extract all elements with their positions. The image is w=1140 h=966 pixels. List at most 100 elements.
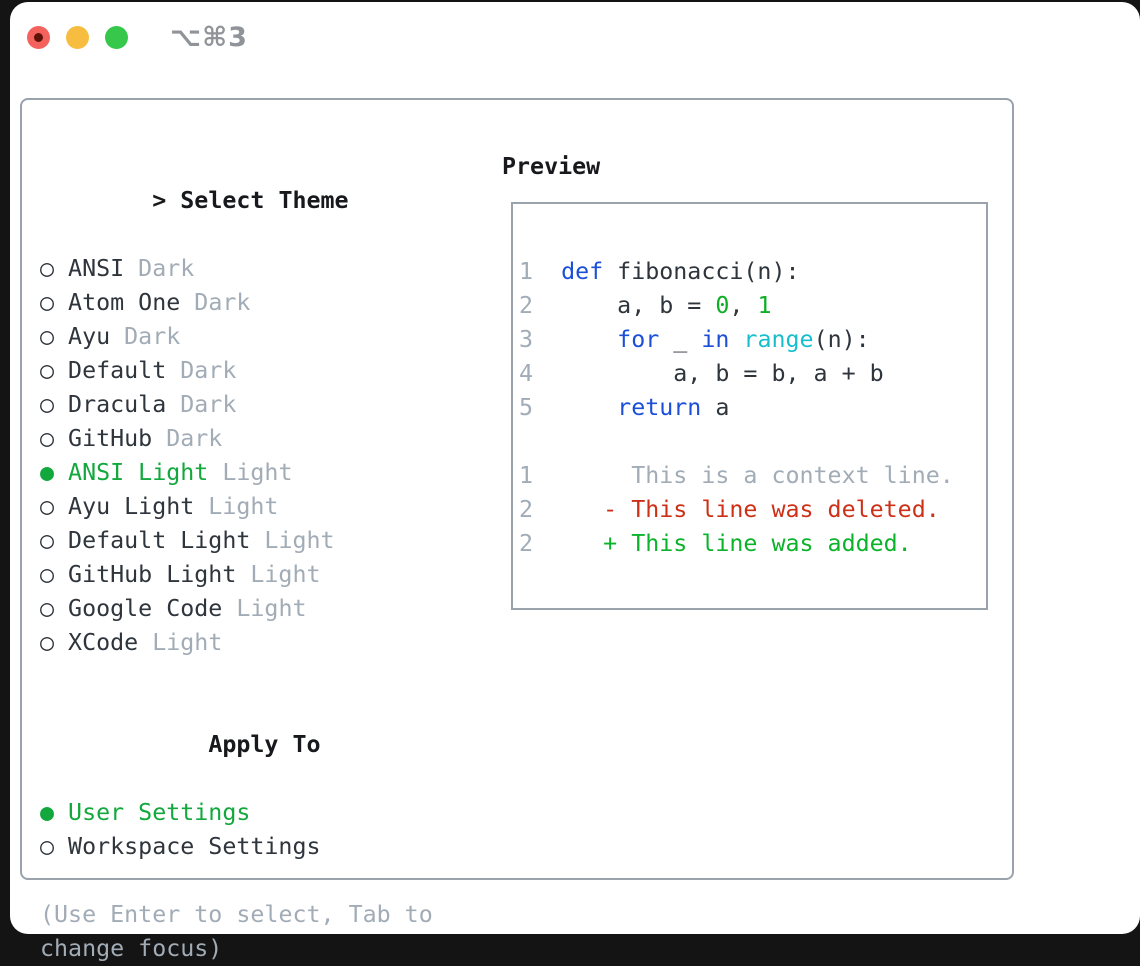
code-segment-plain: fibonacci(n): [603, 258, 799, 285]
apply-option-user-settings[interactable]: ●User Settings [40, 796, 502, 830]
option-label: Google Code [68, 595, 222, 622]
code-segment-fn: range [743, 326, 813, 353]
radio-unselected-icon: ○ [40, 524, 68, 558]
theme-item-google-code[interactable]: ○Google Code Light [40, 592, 502, 626]
code-segment-kw: return [617, 394, 701, 421]
theme-variant-label: Light [138, 629, 222, 656]
option-label: User Settings [68, 799, 250, 826]
zoom-button-icon[interactable] [105, 26, 128, 49]
radio-unselected-icon: ○ [40, 626, 68, 660]
line-number: 5 [519, 391, 533, 425]
titlebar: ⌥⌘3 [10, 2, 1140, 98]
theme-item-github[interactable]: ○GitHub Dark [40, 422, 502, 456]
option-label: Default Light [68, 527, 250, 554]
theme-item-default[interactable]: ○Default Dark [40, 354, 502, 388]
code-text: This is a context line. [561, 462, 954, 489]
line-number: 2 [519, 527, 533, 561]
code-segment-plain: (n): [814, 326, 870, 353]
theme-item-ansi[interactable]: ○ANSI Dark [40, 252, 502, 286]
code-text: - This line was deleted. [561, 496, 940, 523]
code-segment-plain: a, b = [561, 292, 715, 319]
code-segment-plain [561, 394, 617, 421]
radio-unselected-icon: ○ [40, 592, 68, 626]
focus-caret-icon: > [152, 184, 180, 218]
radio-unselected-icon: ○ [40, 830, 68, 864]
radio-unselected-icon: ○ [40, 558, 68, 592]
code-segment-plain [729, 326, 743, 353]
theme-list-header: >Select Theme [40, 150, 502, 252]
theme-item-ayu[interactable]: ○Ayu Dark [40, 320, 502, 354]
theme-variant-label: Light [208, 459, 292, 486]
theme-variant-label: Light [250, 527, 334, 554]
theme-variant-label: Dark [166, 391, 236, 418]
line-number: 2 [519, 289, 533, 323]
theme-variant-label: Light [194, 493, 278, 520]
option-label: Atom One [68, 289, 180, 316]
traffic-lights [27, 26, 128, 49]
apply-option-workspace-settings[interactable]: ○Workspace Settings [40, 830, 502, 864]
code-line: 2 + This line was added. [519, 527, 986, 561]
code-segment-add: + This line was added. [561, 530, 912, 557]
theme-variant-label: Dark [152, 425, 222, 452]
apply-to-options: ●User Settings○Workspace Settings [40, 796, 502, 864]
code-line: 5 return a [519, 391, 986, 425]
option-label: XCode [68, 629, 138, 656]
option-label: ANSI [68, 255, 124, 282]
theme-variant-label: Light [222, 595, 306, 622]
theme-item-atom-one[interactable]: ○Atom One Dark [40, 286, 502, 320]
option-label: Ayu Light [68, 493, 194, 520]
apply-to-title: Apply To [208, 731, 320, 758]
option-label: Ayu [68, 323, 110, 350]
code-text: def fibonacci(n): [561, 258, 799, 285]
apply-to-section: Apply To ●User Settings○Workspace Settin… [40, 694, 502, 864]
code-text: + This line was added. [561, 530, 912, 557]
code-segment-num: 1 [757, 292, 771, 319]
option-label: Default [68, 357, 166, 384]
radio-selected-icon: ● [40, 456, 68, 490]
radio-unselected-icon: ○ [40, 354, 68, 388]
radio-unselected-icon: ○ [40, 286, 68, 320]
theme-variant-label: Dark [124, 255, 194, 282]
close-button-icon[interactable] [27, 26, 50, 49]
code-segment-del: - This line was deleted. [561, 496, 940, 523]
radio-unselected-icon: ○ [40, 388, 68, 422]
theme-variant-label: Dark [110, 323, 180, 350]
line-number: 3 [519, 323, 533, 357]
code-line: 2 - This line was deleted. [519, 493, 986, 527]
apply-to-header: Apply To [40, 694, 502, 796]
theme-item-github-light[interactable]: ○GitHub Light Light [40, 558, 502, 592]
code-segment-plain: _ [659, 326, 701, 353]
window-shortcut-label: ⌥⌘3 [170, 22, 248, 53]
theme-variant-label: Dark [166, 357, 236, 384]
theme-variant-label: Dark [180, 289, 250, 316]
theme-item-ayu-light[interactable]: ○Ayu Light Light [40, 490, 502, 524]
option-label: GitHub [68, 425, 152, 452]
code-line-blank [519, 425, 986, 459]
radio-unselected-icon: ○ [40, 490, 68, 524]
code-segment-kw: for [617, 326, 659, 353]
code-text: a, b = 0, 1 [561, 292, 771, 319]
code-line: 3 for _ in range(n): [519, 323, 986, 357]
line-number: 1 [519, 459, 533, 493]
code-line: 4 a, b = b, a + b [519, 357, 986, 391]
code-text: a, b = b, a + b [561, 360, 884, 387]
code-segment-plain: a, b = b, a + b [561, 360, 884, 387]
theme-list-column: >Select Theme ○ANSI Dark○Atom One Dark○A… [40, 150, 502, 878]
code-line: 2 a, b = 0, 1 [519, 289, 986, 323]
theme-item-ansi-light[interactable]: ●ANSI Light Light [40, 456, 502, 490]
theme-item-xcode[interactable]: ○XCode Light [40, 626, 502, 660]
option-label: Dracula [68, 391, 166, 418]
theme-item-default-light[interactable]: ○Default Light Light [40, 524, 502, 558]
code-segment-plain [561, 326, 617, 353]
minimize-button-icon[interactable] [66, 26, 89, 49]
code-segment-num: 0 [715, 292, 729, 319]
option-label: ANSI Light [68, 459, 208, 486]
unsaved-dot-icon [34, 33, 43, 42]
code-segment-ctx: This is a context line. [561, 462, 954, 489]
theme-item-dracula[interactable]: ○Dracula Dark [40, 388, 502, 422]
radio-unselected-icon: ○ [40, 252, 68, 286]
option-label: GitHub Light [68, 561, 236, 588]
